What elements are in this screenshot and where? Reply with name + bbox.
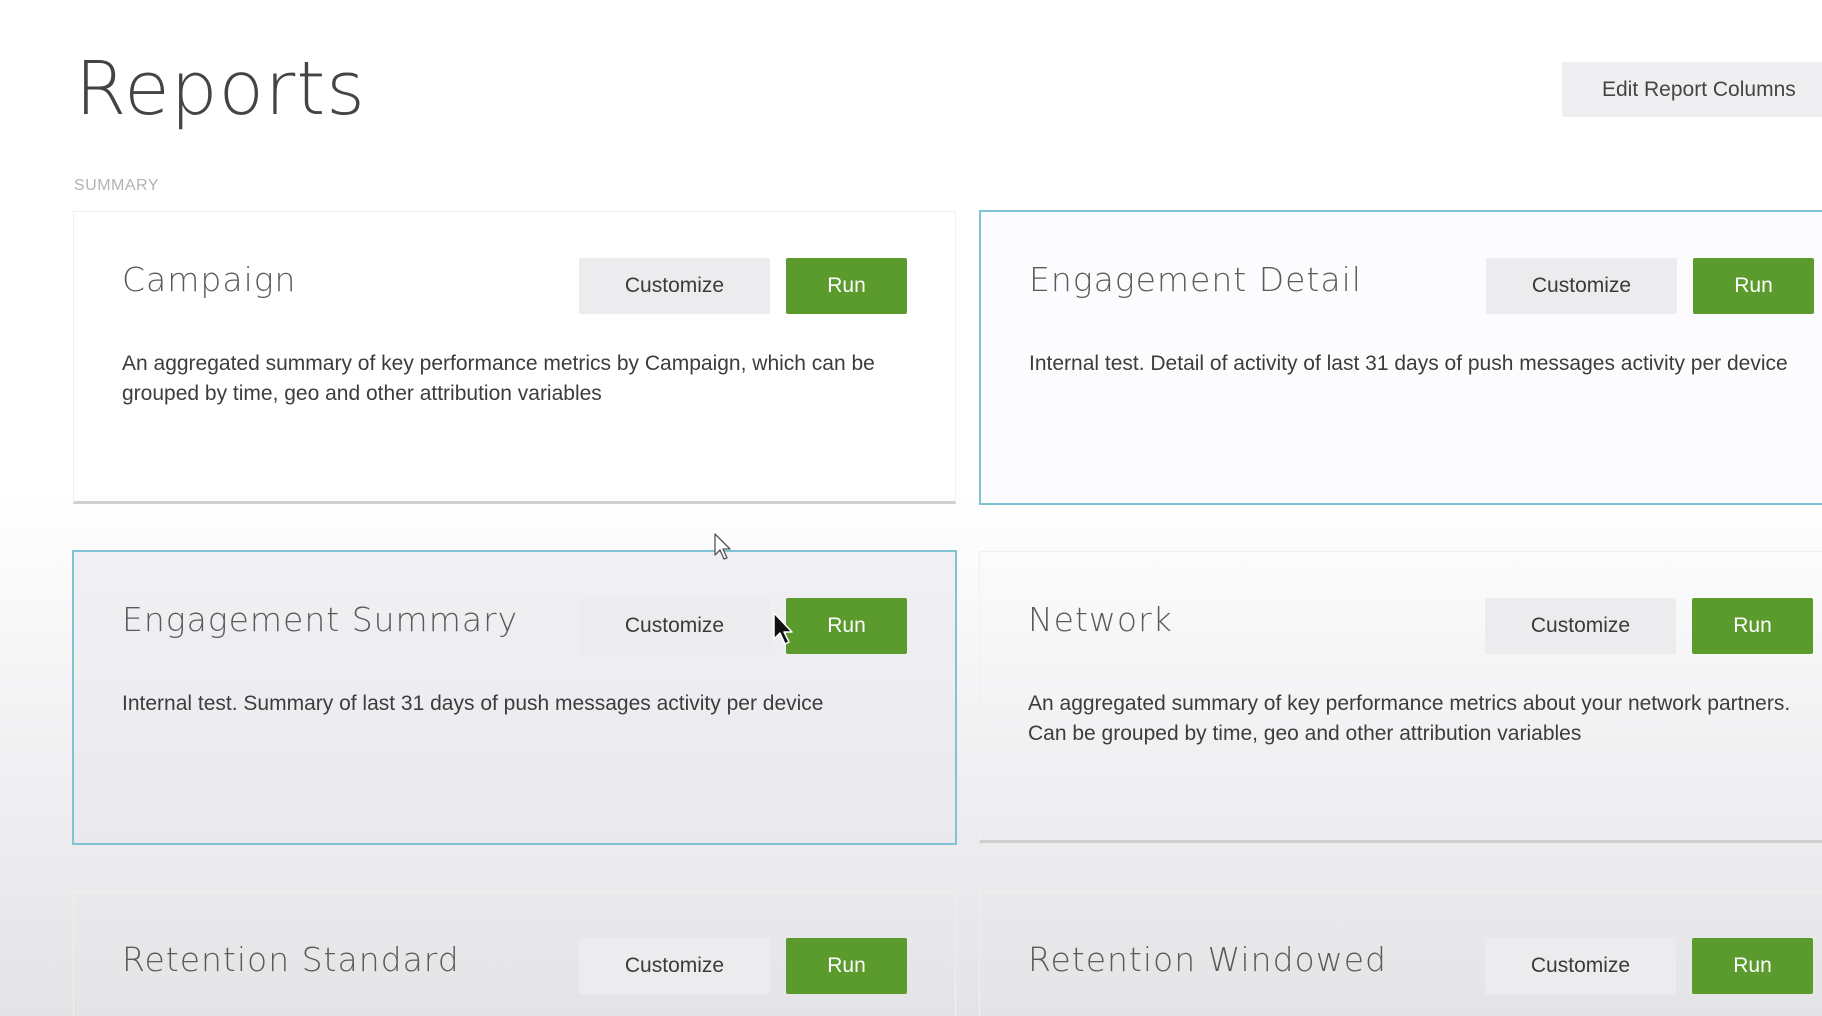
report-card-retention-windowed: Retention Windowed Customize Run: [979, 891, 1822, 1016]
card-title: Campaign: [122, 260, 297, 299]
report-card-network: Network Customize Run An aggregated summ…: [979, 551, 1822, 843]
card-description: Internal test. Summary of last 31 days o…: [122, 692, 824, 715]
customize-button[interactable]: Customize: [579, 938, 770, 994]
card-title: Network: [1028, 600, 1173, 639]
page-title: Reports: [75, 46, 366, 132]
card-title: Retention Standard: [122, 940, 460, 979]
report-card-campaign: Campaign Customize Run An aggregated sum…: [73, 211, 956, 504]
run-button[interactable]: Run: [1693, 258, 1814, 314]
mouse-pointer-icon: [773, 612, 793, 645]
customize-button[interactable]: Customize: [579, 598, 770, 654]
run-button[interactable]: Run: [786, 598, 907, 654]
report-card-engagement-summary: Engagement Summary Customize Run Interna…: [72, 550, 957, 845]
section-label-summary: SUMMARY: [74, 177, 159, 194]
card-title: Engagement Detail: [1029, 260, 1362, 299]
card-description: An aggregated summary of key performance…: [1028, 692, 1791, 745]
run-button[interactable]: Run: [1692, 938, 1813, 994]
run-button[interactable]: Run: [786, 938, 907, 994]
run-button[interactable]: Run: [1692, 598, 1813, 654]
customize-button[interactable]: Customize: [1486, 258, 1677, 314]
card-title: Engagement Summary: [122, 600, 519, 639]
edit-report-columns-button[interactable]: Edit Report Columns: [1562, 62, 1822, 117]
card-title: Retention Windowed: [1028, 940, 1387, 979]
report-card-engagement-detail: Engagement Detail Customize Run Internal…: [979, 210, 1822, 505]
mouse-pointer-outline-icon: [714, 533, 731, 560]
card-description: An aggregated summary of key performance…: [122, 352, 875, 405]
run-button[interactable]: Run: [786, 258, 907, 314]
customize-button[interactable]: Customize: [1485, 598, 1676, 654]
customize-button[interactable]: Customize: [579, 258, 770, 314]
report-card-retention-standard: Retention Standard Customize Run: [73, 891, 956, 1016]
card-description: Internal test. Detail of activity of las…: [1029, 352, 1788, 375]
customize-button[interactable]: Customize: [1485, 938, 1676, 994]
